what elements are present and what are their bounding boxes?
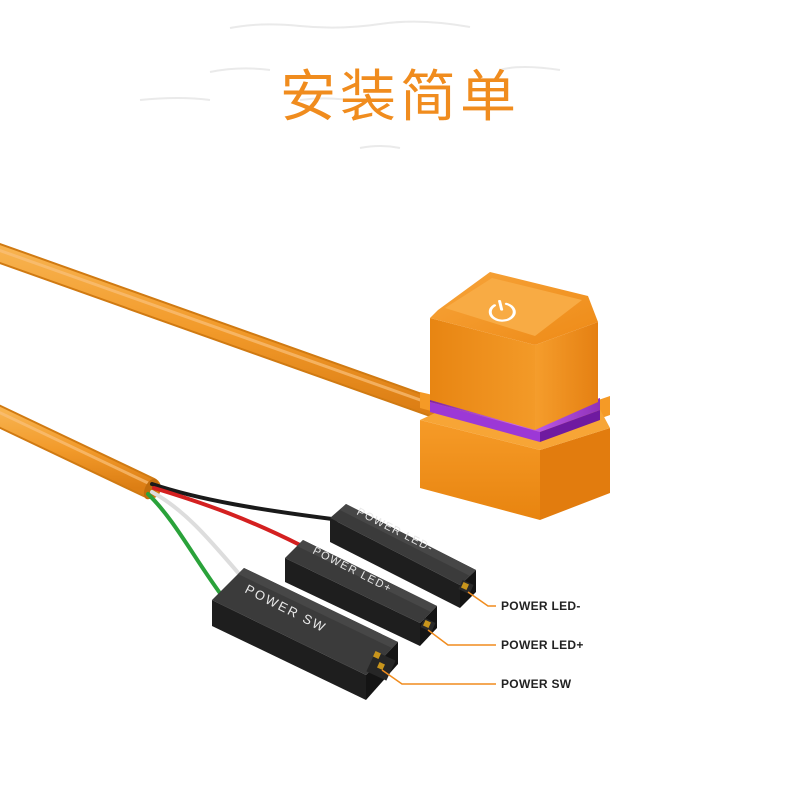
callout-line-led-plus (427, 629, 496, 646)
wire-green (146, 492, 227, 602)
callout-power-led-plus: POWER LED+ (501, 638, 584, 652)
keycap (430, 272, 598, 430)
faded-text-strokes (139, 20, 561, 149)
callout-power-sw: POWER SW (501, 677, 572, 691)
page-title: 安装简单 (280, 65, 520, 130)
callout-line-led-minus (467, 591, 496, 607)
led-ring (430, 390, 600, 442)
power-icon (488, 299, 516, 322)
callout-power-led-minus: POWER LED- (501, 599, 581, 613)
wires (146, 482, 342, 602)
callout-lines (381, 591, 496, 685)
lower-cable (0, 404, 161, 500)
wire-red (152, 486, 302, 547)
connector-power-sw: POWER SW (212, 568, 398, 700)
wire-black (150, 482, 342, 522)
connector-power-led-minus: POWER LED- (330, 504, 476, 608)
upper-cable (0, 242, 450, 420)
callout-line-sw (381, 669, 496, 685)
wire-white (150, 490, 242, 577)
faded-background-text (0, 0, 800, 170)
